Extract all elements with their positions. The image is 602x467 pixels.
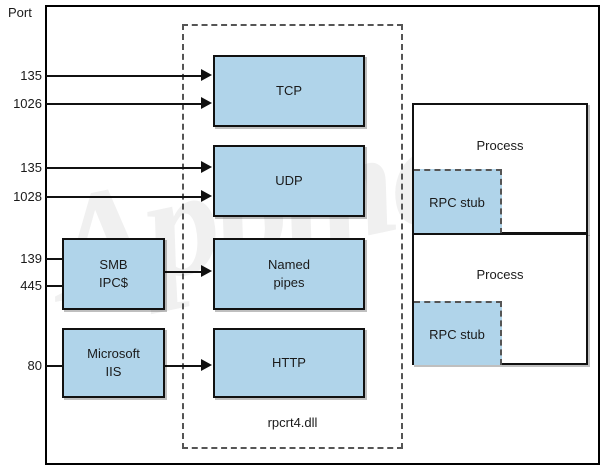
connector-135-tcp [46, 75, 203, 77]
port-label-135-tcp: 135 [20, 68, 42, 83]
process-box-2-label: Process [476, 267, 524, 282]
transport-box-named-pipes-line2: pipes [273, 275, 305, 290]
port-label-80-iis: 80 [27, 358, 42, 373]
connector-445-smb [46, 285, 64, 287]
transport-box-http[interactable]: HTTP [213, 328, 365, 398]
service-box-iis[interactable]: Microsoft IIS [62, 328, 165, 398]
port-label-1028-udp: 1028 [13, 189, 42, 204]
connector-1026-tcp [46, 103, 203, 105]
service-box-iis-line2: IIS [105, 364, 122, 379]
port-label-135-udp: 135 [20, 160, 42, 175]
rpcrt4-dll-label: rpcrt4.dll [267, 415, 318, 430]
arrowhead-1026-tcp [201, 97, 212, 109]
process-box-2[interactable]: Process RPC stub [412, 233, 588, 365]
port-label-1026-tcp: 1026 [13, 96, 42, 111]
transport-box-udp-line1: UDP [275, 173, 303, 189]
transport-box-named-pipes[interactable]: Named pipes [213, 238, 365, 310]
transport-box-http-line1: HTTP [272, 355, 306, 371]
arrowhead-iis-http [201, 359, 212, 371]
process-box-1-label: Process [476, 138, 524, 153]
arrowhead-smb-namedpipes [201, 265, 212, 277]
rpc-stub-1-label: RPC stub [429, 195, 485, 210]
connector-iis-http [165, 365, 203, 367]
connector-smb-namedpipes [165, 271, 203, 273]
connector-1028-udp [46, 196, 203, 198]
connector-135-udp [46, 167, 203, 169]
service-box-smb[interactable]: SMB IPC$ [62, 238, 165, 310]
service-box-smb-line2: IPC$ [99, 275, 128, 290]
transport-box-named-pipes-line1: Named [268, 257, 310, 273]
transport-box-tcp[interactable]: TCP [213, 55, 365, 127]
port-label-445-smb: 445 [20, 278, 42, 293]
rpc-stub-2[interactable]: RPC stub [414, 301, 502, 365]
service-box-smb-line1: SMB [99, 257, 128, 273]
arrowhead-135-udp [201, 161, 212, 173]
rpcrt4-dll-container [182, 24, 403, 449]
arrowhead-1028-udp [201, 190, 212, 202]
port-axis-label: Port [8, 5, 32, 20]
connector-80-iis [46, 365, 64, 367]
service-box-iis-line1: Microsoft [87, 346, 140, 362]
port-label-139-smb: 139 [20, 251, 42, 266]
rpc-stub-1[interactable]: RPC stub [414, 169, 502, 234]
rpc-stub-2-label: RPC stub [429, 326, 485, 342]
process-box-1[interactable]: Process RPC stub [412, 103, 588, 234]
outer-frame [45, 5, 600, 465]
transport-box-tcp-line1: TCP [276, 83, 302, 99]
transport-box-udp[interactable]: UDP [213, 145, 365, 217]
arrowhead-135-tcp [201, 69, 212, 81]
connector-139-smb [46, 258, 64, 260]
